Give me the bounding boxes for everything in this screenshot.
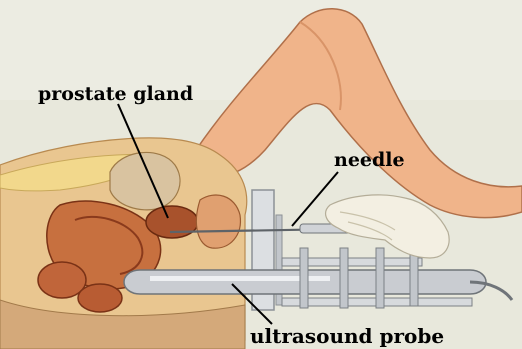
label-needle: needle: [334, 151, 405, 170]
bladder: [110, 152, 180, 209]
prostate-gland: [146, 206, 198, 238]
label-prostate-gland: prostate gland: [38, 85, 193, 104]
label-ultrasound-probe: ultrasound probe: [250, 326, 444, 346]
